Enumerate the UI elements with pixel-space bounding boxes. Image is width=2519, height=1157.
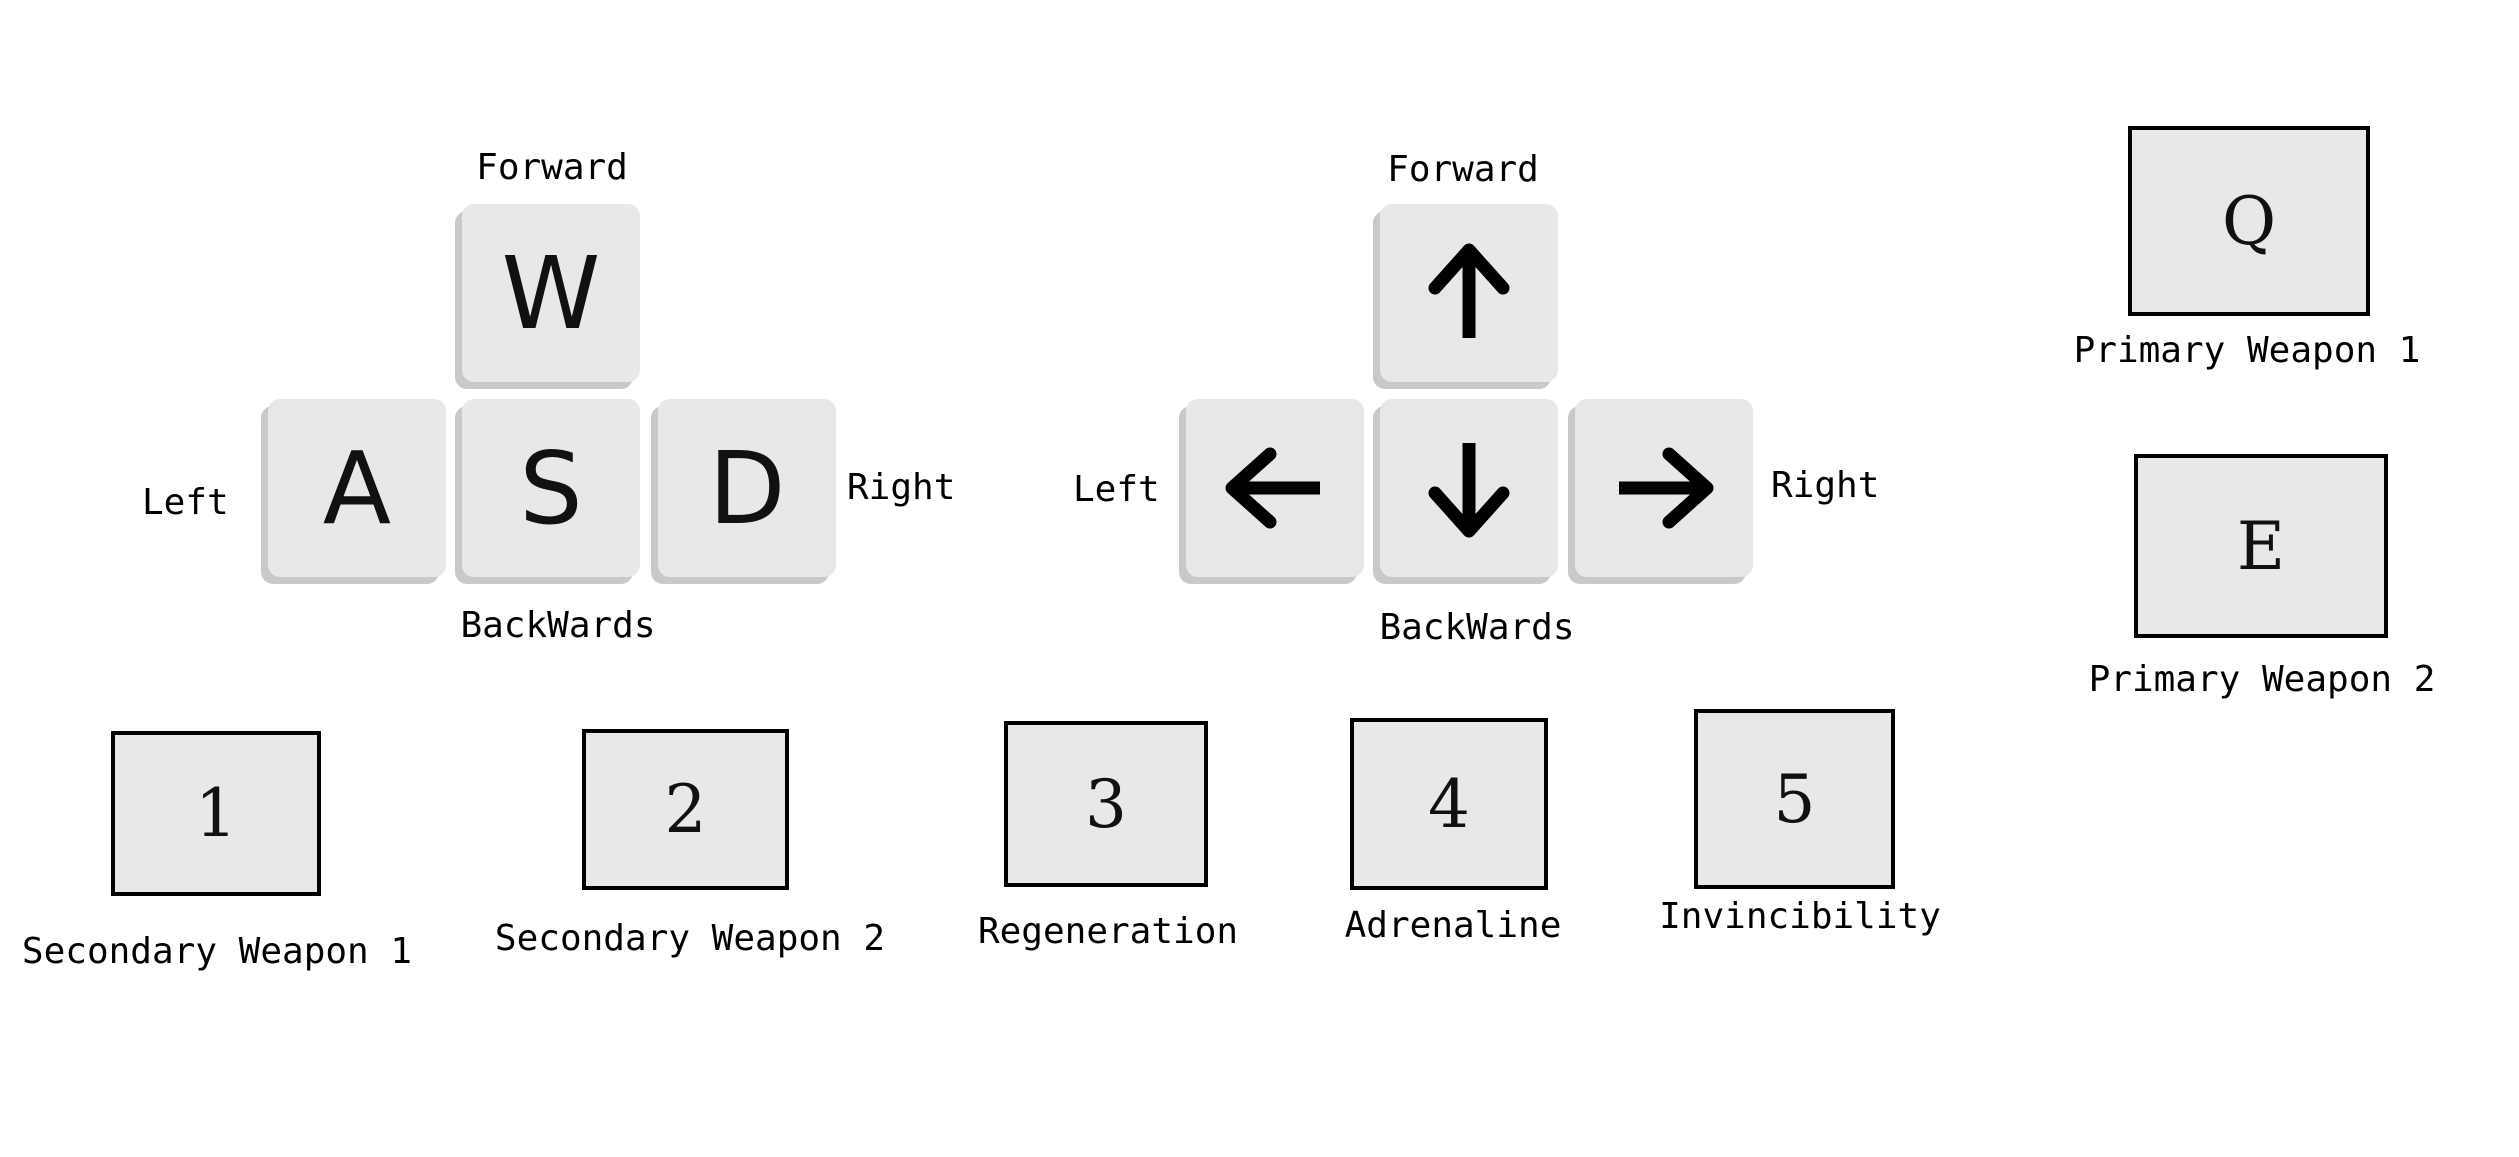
key-s-label: S xyxy=(462,399,640,577)
wasd-backward-label: BackWards xyxy=(460,605,656,646)
key-1-label: 1 xyxy=(195,775,237,852)
wasd-left-label: Left xyxy=(142,482,229,523)
key-arrow-right[interactable] xyxy=(1568,399,1753,584)
key-5-label: 5 xyxy=(1773,760,1816,838)
key-2-label: 2 xyxy=(664,771,707,848)
key-w-label: W xyxy=(462,204,640,382)
primary-weapon-2-label: Primary Weapon 2 xyxy=(2088,659,2436,700)
key-arrow-down[interactable] xyxy=(1373,399,1558,584)
arrow-down-icon xyxy=(1428,443,1510,538)
key-q-label: Q xyxy=(2221,182,2277,260)
key-a[interactable]: A xyxy=(261,399,446,584)
arrow-right-icon xyxy=(1619,447,1714,529)
key-1[interactable]: 1 xyxy=(111,731,321,896)
ability-5-label: Invincibility xyxy=(1659,896,1941,937)
arrows-forward-label: Forward xyxy=(1387,149,1539,190)
ability-1-label: Secondary Weapon 1 xyxy=(21,931,413,972)
key-d-label: D xyxy=(658,399,836,577)
key-2[interactable]: 2 xyxy=(582,729,789,890)
arrow-up-icon xyxy=(1428,243,1510,338)
key-3[interactable]: 3 xyxy=(1004,721,1208,887)
key-3-label: 3 xyxy=(1085,765,1127,843)
arrows-left-label: Left xyxy=(1073,469,1160,510)
key-s[interactable]: S xyxy=(455,399,640,584)
arrow-left-icon xyxy=(1225,447,1320,529)
ability-2-label: Secondary Weapon 2 xyxy=(494,918,886,959)
wasd-right-label: Right xyxy=(847,467,956,508)
ability-4-label: Adrenaline xyxy=(1344,905,1562,946)
key-4[interactable]: 4 xyxy=(1350,718,1548,890)
arrows-backward-label: BackWards xyxy=(1379,607,1575,648)
key-e[interactable]: E xyxy=(2134,454,2388,638)
key-e-label: E xyxy=(2236,507,2286,585)
key-q[interactable]: Q xyxy=(2128,126,2370,316)
primary-weapon-1-label: Primary Weapon 1 xyxy=(2073,330,2421,371)
key-arrow-left[interactable] xyxy=(1179,399,1364,584)
key-w[interactable]: W xyxy=(455,204,640,389)
key-arrow-up[interactable] xyxy=(1373,204,1558,389)
key-5[interactable]: 5 xyxy=(1694,709,1895,889)
key-d[interactable]: D xyxy=(651,399,836,584)
wasd-forward-label: Forward xyxy=(476,147,628,188)
key-4-label: 4 xyxy=(1428,765,1470,843)
key-a-label: A xyxy=(268,399,446,577)
arrows-right-label: Right xyxy=(1771,465,1880,506)
ability-3-label: Regeneration xyxy=(977,911,1239,952)
